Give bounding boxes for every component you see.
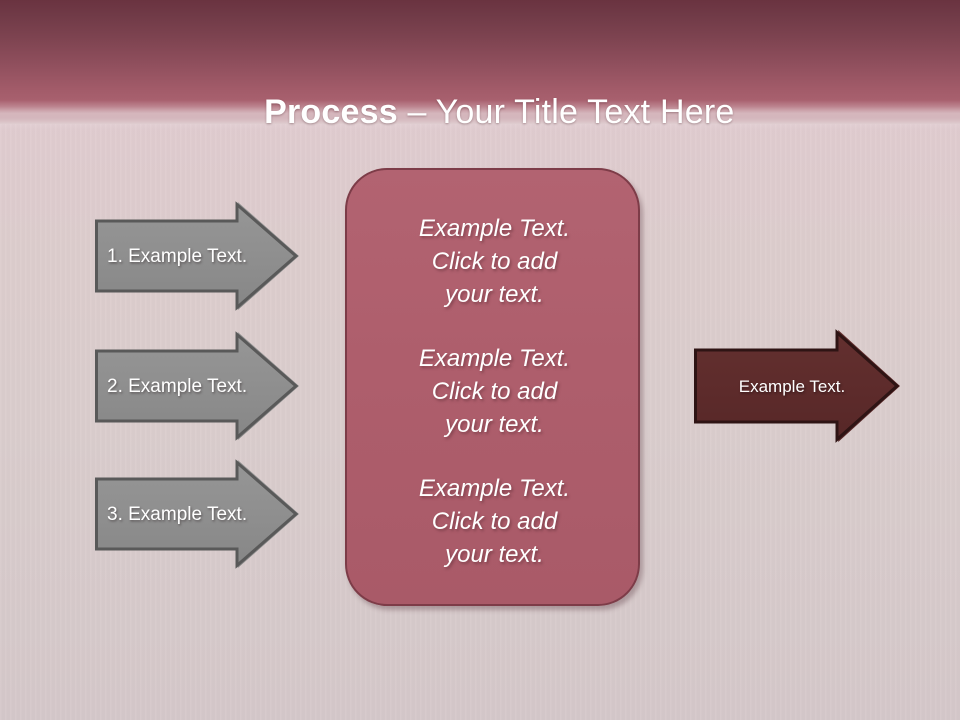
step-arrow-1-label: 1. Example Text. — [107, 245, 248, 267]
step-arrow-3-label: 3. Example Text. — [107, 503, 248, 525]
center-panel-text-block-2: Example Text. Click to add your text. — [418, 345, 571, 438]
step-arrow-2[interactable]: 2. Example Text. — [95, 331, 299, 441]
step-arrow-3[interactable]: 3. Example Text. — [95, 459, 299, 569]
center-panel[interactable]: Example Text. Click to add your text. Ex… — [345, 168, 640, 606]
step-arrow-3-outline-icon — [95, 459, 299, 569]
step-arrow-1[interactable]: 1. Example Text. — [95, 201, 299, 311]
result-arrow-label: Example Text. — [738, 376, 846, 396]
center-panel-text-block-3: Example Text. Click to add your text. — [418, 475, 571, 568]
result-arrow-outline-icon — [694, 329, 900, 443]
slide-title-bold: Process — [264, 93, 398, 131]
step-arrow-2-label: 2. Example Text. — [107, 375, 248, 397]
step-arrow-2-outline-icon — [95, 331, 299, 441]
slide-title: Process – Your Title Text Here — [0, 52, 960, 172]
result-arrow[interactable]: Example Text. — [694, 329, 900, 443]
step-arrow-1-outline-icon — [95, 201, 299, 311]
center-panel-text-block-1: Example Text. Click to add your text. — [418, 215, 571, 308]
slide-title-rest: – Your Title Text Here — [397, 93, 735, 131]
